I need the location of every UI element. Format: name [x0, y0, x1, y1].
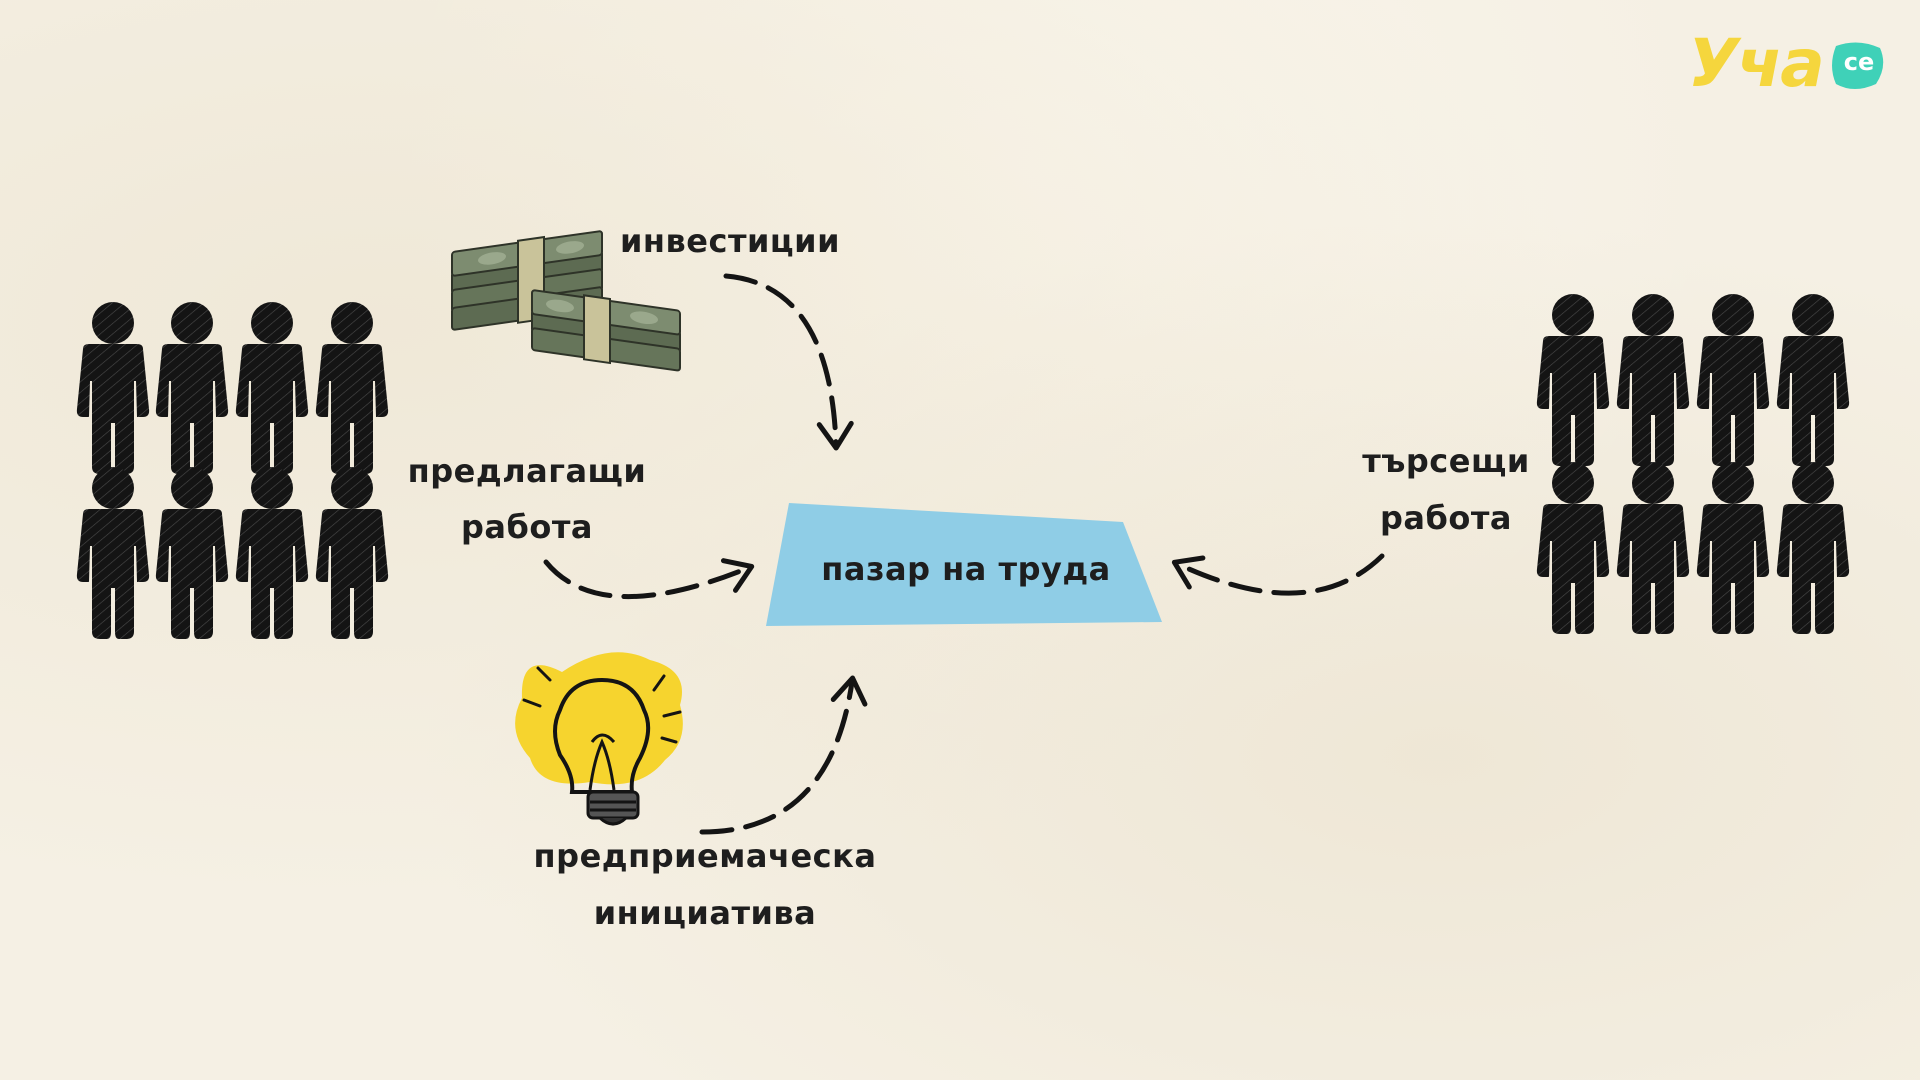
- person-icon: [76, 302, 150, 474]
- person-icon: [235, 467, 309, 639]
- person-icon: [155, 302, 229, 474]
- investments-label: инвестиции: [620, 222, 840, 260]
- person-icon: [315, 467, 389, 639]
- person-icon: [1616, 462, 1690, 634]
- entrepreneurship-label-line2: инициатива: [593, 894, 817, 932]
- arrow-employers: [543, 558, 755, 599]
- logo-text: Уча: [1688, 25, 1825, 102]
- person-icon: [1616, 294, 1690, 466]
- person-icon: [1536, 462, 1610, 634]
- person-icon: [1776, 462, 1850, 634]
- arrow-entrepreneurship: [699, 675, 868, 835]
- logo-badge-icon: [1832, 42, 1884, 89]
- arrow-job-seekers: [1171, 553, 1385, 596]
- employers-label-line1: предлагащи: [407, 452, 647, 490]
- lightbulb-icon: [515, 652, 683, 826]
- money-stack-icon: [451, 230, 681, 372]
- arrow-investments: [723, 273, 854, 451]
- uchase-logo[interactable]: Уча се: [1688, 22, 1898, 112]
- people-group-left: [76, 302, 389, 639]
- labor-market-box: [766, 503, 1162, 626]
- person-icon: [76, 467, 150, 639]
- person-icon: [235, 302, 309, 474]
- job-seekers-label-line1: търсещи: [1362, 442, 1530, 480]
- person-icon: [1536, 294, 1610, 466]
- person-icon: [1696, 462, 1770, 634]
- people-group-right: [1536, 294, 1850, 634]
- labor-market-label: пазар на труда: [821, 550, 1111, 588]
- person-icon: [315, 302, 389, 474]
- job-seekers-label-line2: работа: [1380, 499, 1512, 537]
- entrepreneurship-label-line1: предприемаческа: [533, 837, 877, 875]
- logo-badge-text: се: [1843, 48, 1875, 76]
- person-icon: [1776, 294, 1850, 466]
- employers-label-line2: работа: [461, 508, 593, 546]
- person-icon: [155, 467, 229, 639]
- person-icon: [1696, 294, 1770, 466]
